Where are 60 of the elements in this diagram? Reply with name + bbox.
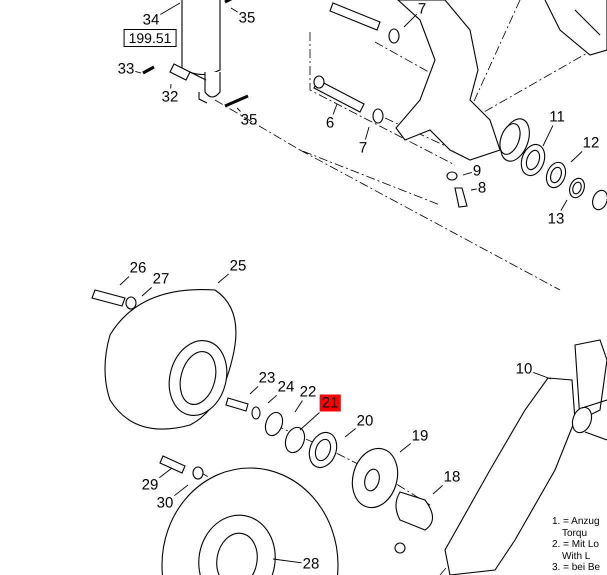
note-text: 1. = Anzug <box>552 516 600 528</box>
callout-number: 27 <box>152 272 170 286</box>
callout-number: 30 <box>156 496 174 510</box>
leader-line <box>364 126 370 140</box>
callout-number: 32 <box>162 90 178 104</box>
callout-number: 13 <box>548 212 564 226</box>
callout-number: 7 <box>358 140 368 156</box>
leader-line <box>300 412 320 430</box>
leader-line <box>470 188 478 190</box>
part-number-box: 199.51 <box>124 29 176 47</box>
callout-number: 10 <box>516 362 532 376</box>
leader-line <box>230 8 238 13</box>
leader-line <box>160 2 180 15</box>
callout-number: 35 <box>240 112 258 128</box>
callout-number: 8 <box>478 180 486 196</box>
callout-number: 7 <box>418 2 426 16</box>
callout-number: 34 <box>142 12 160 28</box>
callout-number: 25 <box>230 258 246 274</box>
leader-line <box>120 276 130 286</box>
note-text: 3. = bei Be <box>552 562 600 574</box>
leader-line <box>570 151 582 162</box>
callout-number: 6 <box>326 116 334 130</box>
callout-number: 35 <box>238 10 256 26</box>
leader-line <box>170 84 172 89</box>
leader-line <box>236 108 241 112</box>
leader-line <box>432 484 444 494</box>
leader-line <box>272 558 302 564</box>
leader-line <box>174 484 188 496</box>
callout-number: 19 <box>412 428 428 444</box>
leader-line <box>142 286 152 296</box>
leader-line <box>294 400 303 412</box>
callout-number: 29 <box>142 478 158 492</box>
leader-line <box>560 200 568 211</box>
callout-number: 22 <box>300 384 316 400</box>
leader-line <box>400 443 412 452</box>
leader-line <box>268 394 278 404</box>
callout-number: 26 <box>130 260 146 276</box>
leader-line <box>542 125 554 146</box>
callout-number: 23 <box>258 370 276 386</box>
callout-number: 20 <box>356 414 374 428</box>
note-text: With L <box>562 550 590 562</box>
leader-line <box>404 14 418 28</box>
callout-number: 18 <box>444 470 460 484</box>
leader-line <box>218 274 230 284</box>
highlighted-callout-number: 21 <box>320 394 340 412</box>
callout-number: 11 <box>549 110 565 124</box>
leader-line <box>332 104 338 115</box>
leader-line <box>532 372 552 380</box>
leader-line <box>134 71 142 74</box>
callout-number: 33 <box>118 62 134 76</box>
leader-line <box>462 172 472 176</box>
leader-line <box>158 468 172 478</box>
callout-number: 28 <box>302 556 320 572</box>
callout-number: 24 <box>278 380 294 394</box>
leader-line <box>344 428 356 438</box>
note-text: 2. = Mit Lo <box>552 539 599 550</box>
callout-number: 9 <box>472 164 482 178</box>
note-text: Torqu <box>562 528 588 539</box>
leader-line <box>250 386 258 394</box>
callout-number: 12 <box>582 136 600 150</box>
